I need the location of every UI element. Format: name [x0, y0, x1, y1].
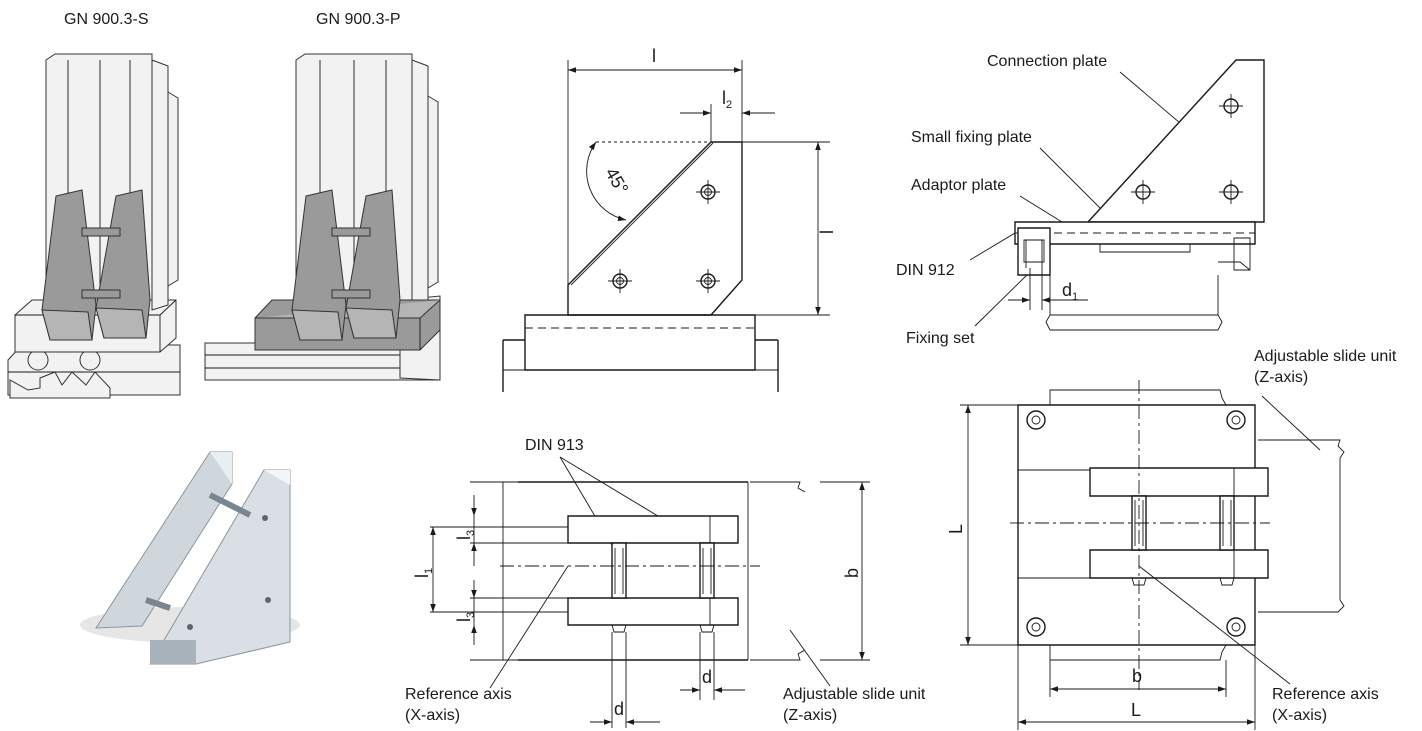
- reference-axis-label-left: Reference axis: [405, 686, 512, 703]
- small-fixing-plate-label: Small fixing plate: [911, 129, 1032, 146]
- angle-45-label: 45°: [601, 164, 632, 198]
- product-view-gn-900-3-p: GN 900.3-P: [204, 11, 441, 381]
- z-axis-label-left: (Z-axis): [783, 707, 837, 724]
- slide-unit-label-right: Adjustable slide unit: [1254, 348, 1397, 365]
- din912-label: DIN 912: [896, 262, 955, 279]
- product-photo-bracket: [80, 451, 300, 665]
- adaptor-plate-label: Adaptor plate: [911, 177, 1006, 194]
- dim-l-top: l: [652, 46, 656, 66]
- hole-marker: [608, 269, 632, 293]
- dim-b-right-view: b: [1132, 666, 1142, 686]
- hole-marker: [1226, 410, 1246, 430]
- dim-l3-bottom: l3: [454, 612, 477, 622]
- hole-marker: [1026, 617, 1046, 637]
- dim-L-bottom: L: [1131, 700, 1141, 720]
- side-view-drawing: l l2 l 45°: [502, 46, 837, 392]
- hole-marker: [696, 269, 720, 293]
- dim-d1: d1: [1062, 280, 1078, 303]
- din913-label: DIN 913: [525, 437, 584, 454]
- dim-b-left-view: b: [842, 568, 862, 578]
- slide-unit-label-left: Adjustable slide unit: [783, 686, 926, 703]
- variant-p-label: GN 900.3-P: [316, 11, 400, 28]
- x-axis-label-right: (X-axis): [1272, 707, 1327, 724]
- dim-l3-top: l3: [454, 530, 477, 540]
- dim-d-left: d: [614, 699, 624, 719]
- variant-s-label: GN 900.3-S: [64, 11, 148, 28]
- top-view-right-drawing: Adjustable slide unit (Z-axis) L: [946, 348, 1397, 730]
- dim-l-right: l: [817, 230, 837, 234]
- dim-d-right: d: [702, 667, 712, 687]
- hole-marker: [696, 180, 720, 204]
- reference-axis-label-right: Reference axis: [1272, 686, 1379, 703]
- z-axis-label-right: (Z-axis): [1254, 369, 1308, 386]
- connection-plate-label: Connection plate: [987, 53, 1107, 70]
- assembly-view-drawing: Connection plate Small fixing plate Adap…: [896, 53, 1265, 347]
- hole-marker: [1219, 180, 1243, 204]
- hole-marker: [1226, 617, 1246, 637]
- dim-L-left: L: [946, 524, 966, 534]
- hole-marker: [1219, 94, 1243, 118]
- product-view-gn-900-3-s: GN 900.3-S: [7, 11, 181, 399]
- top-view-left-drawing: DIN 913 l1 l3 l3 b: [405, 437, 926, 728]
- hole-marker: [1026, 410, 1046, 430]
- dim-l2: l2: [722, 88, 732, 111]
- dim-l1: l1: [412, 568, 435, 578]
- x-axis-label-left: (X-axis): [405, 707, 460, 724]
- hole-marker: [1131, 180, 1155, 204]
- fixing-set-label: Fixing set: [906, 330, 975, 347]
